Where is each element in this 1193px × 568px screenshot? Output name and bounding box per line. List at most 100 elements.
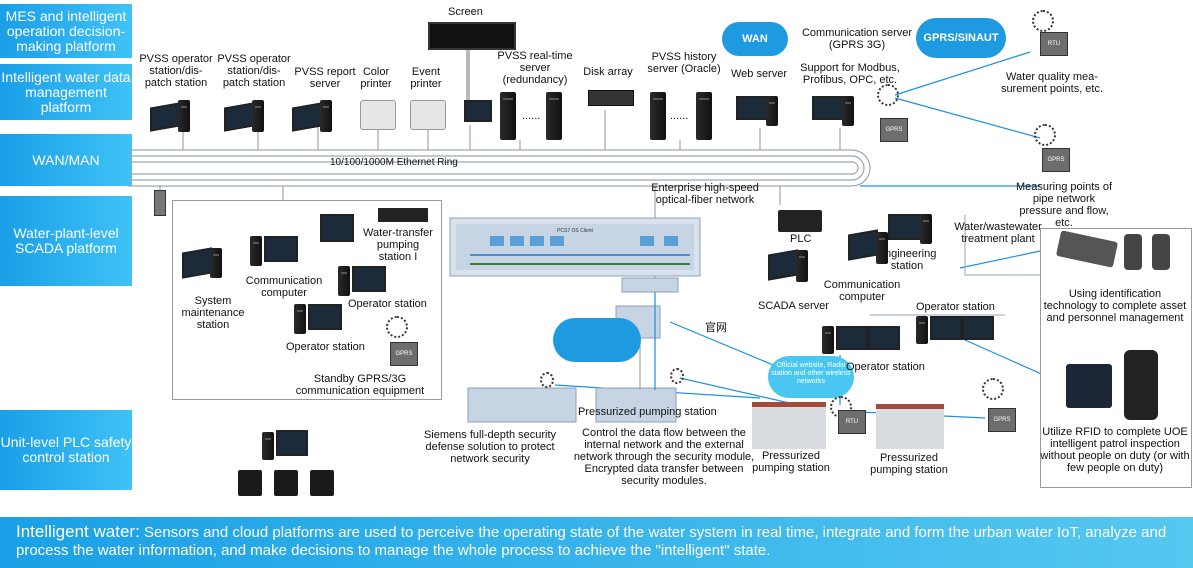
gprs-cloud-label: GPRS/SINAUT — [923, 32, 999, 44]
svg-text:PCS7 OS Client: PCS7 OS Client — [557, 228, 593, 234]
server-tower-icon — [796, 250, 808, 282]
maintenance-label: System maintenance station — [181, 295, 245, 331]
pc-monitor-icon — [768, 249, 798, 281]
gprs-text: GPRS — [993, 417, 1011, 423]
event-printer-icon — [410, 100, 446, 130]
operator-station3-label: Operator station — [916, 301, 995, 313]
plc-cabinet-icon — [310, 470, 334, 496]
rfid-tag-icon — [1066, 364, 1112, 408]
platform-data: Intelligent water data management platfo… — [0, 64, 132, 120]
platform-scada: Water-plant-level SCADA platform — [0, 196, 132, 286]
server-rack-icon — [378, 208, 428, 222]
disk-array-label: Disk array — [583, 66, 633, 78]
wireless-cloud: Official website, Radio station and othe… — [768, 356, 854, 398]
plc-cabinet-icon — [238, 470, 262, 496]
fiber-label: Enterprise high-speed optical-fiber netw… — [651, 182, 759, 206]
antenna-icon — [982, 378, 1004, 400]
gprs-text: GPRS — [395, 351, 413, 357]
rtu-text: RTU — [845, 419, 859, 425]
server-tower-icon — [250, 236, 262, 266]
pc-monitor-icon — [812, 96, 844, 120]
siemens-label: Siemens full-depth security defense solu… — [423, 429, 557, 465]
engineering-label: Engineering station — [877, 248, 937, 272]
antenna-icon — [877, 84, 899, 106]
official-label: 官网 — [705, 322, 727, 334]
pump-station-building — [752, 402, 826, 449]
banner-title: Intelligent water: — [16, 522, 140, 541]
pc-monitor-icon — [930, 316, 962, 340]
control-label: Control the data flow between the intern… — [573, 427, 755, 487]
server-tower-icon — [262, 432, 274, 460]
server-tower-icon — [546, 92, 562, 140]
server-tower-icon — [766, 96, 778, 126]
disk-array-icon — [588, 90, 634, 106]
pc-monitor-icon — [308, 304, 342, 330]
pc-monitor-icon — [736, 96, 768, 120]
pvss-op-label: PVSS operator station/dis-patch station — [139, 53, 213, 89]
treatment-label: Water/wastewater treatment plant — [954, 221, 1042, 245]
server-tower-icon — [178, 100, 190, 132]
pipe-points-label: Measuring points of pipe network pressur… — [1016, 181, 1112, 229]
web-server-label: Web server — [730, 68, 788, 80]
rtu-gprs-icon: GPRS — [390, 342, 418, 366]
standby-label: Standby GPRS/3G communication equipment — [295, 373, 425, 397]
server-tower-icon — [500, 92, 516, 140]
ethernet-ring-label: 10/100/1000M Ethernet Ring — [330, 157, 458, 168]
gprs-cloud: GPRS/SINAUT — [916, 18, 1006, 58]
server-tower-icon — [294, 304, 306, 334]
water-quality-label: Water quality mea-surement points, etc. — [1000, 71, 1104, 95]
antenna-icon — [540, 372, 554, 388]
comm-computer-label: Communication computer — [245, 275, 323, 299]
antenna-icon — [1032, 10, 1054, 32]
server-tower-icon — [920, 214, 932, 244]
server-tower-icon — [320, 100, 332, 132]
rtu-gprs-icon: GPRS — [1042, 148, 1070, 172]
platform-plc: Unit-level PLC safety control station — [0, 410, 132, 490]
antenna-icon — [1034, 124, 1056, 146]
platform-wan: WAN/MAN — [0, 134, 132, 186]
plc-icon — [778, 210, 822, 232]
gprs-text: GPRS — [1047, 157, 1065, 163]
ellipsis: ...... — [522, 110, 541, 122]
platform-label: WAN/MAN — [32, 151, 100, 168]
scada-server-label: SCADA server — [758, 300, 829, 312]
wan-cloud: WAN — [722, 22, 788, 56]
operator-station-label: Operator station — [348, 298, 427, 310]
server-tower-icon — [916, 316, 928, 344]
transfer-station-label: Water-transfer pumping station I — [363, 227, 433, 263]
comm-server-label: Communication server (GPRS 3G) — [801, 27, 913, 51]
server-tower-icon — [876, 232, 888, 264]
server-tower-icon — [696, 92, 712, 140]
antenna-icon — [670, 368, 684, 384]
rtu-gprs-icon: GPRS — [880, 118, 908, 142]
barcode-gun-icon — [1124, 234, 1142, 270]
server-tower-icon — [252, 100, 264, 132]
bottom-banner: Intelligent water: Sensors and cloud pla… — [0, 517, 1193, 568]
platform-mes: MES and intelligent operation decision-m… — [0, 4, 132, 58]
gprs-text: GPRS — [885, 127, 903, 133]
display-screen — [428, 22, 516, 50]
pc-monitor-icon — [320, 214, 354, 242]
internet-cloud — [553, 318, 641, 362]
pc-monitor-icon — [352, 266, 386, 292]
platform-label: Water-plant-level SCADA platform — [13, 225, 119, 256]
pc-monitor-icon — [848, 229, 878, 261]
event-printer-label: Event printer — [410, 66, 442, 90]
network-lines: PCS7 OS Client — [128, 46, 1056, 423]
operator-station4-label: Operator station — [846, 361, 925, 373]
server-tower-icon — [650, 92, 666, 140]
pvss-realtime-label: PVSS real-time server (redundancy) — [497, 50, 573, 86]
screen-label: Screen — [448, 6, 483, 18]
pc-monitor-icon — [182, 247, 212, 279]
scada-left-panel — [172, 200, 442, 400]
pc-monitor-icon — [276, 430, 308, 456]
pvss-op2-label: PVSS operator station/dis-patch station — [217, 53, 291, 89]
support-label: Support for Modbus, Profibus, OPC, etc. — [800, 62, 900, 86]
color-printer-label: Color printer — [360, 66, 392, 90]
pressurized-center-label: Pressurized pumping station — [578, 406, 717, 418]
server-tower-icon — [210, 248, 222, 278]
rtu-icon: RTU — [838, 410, 866, 434]
platform-label: Intelligent water data management platfo… — [1, 68, 131, 115]
barcode-gun-icon — [1152, 234, 1170, 270]
pvss-history-label: PVSS history server (Oracle) — [647, 51, 721, 75]
